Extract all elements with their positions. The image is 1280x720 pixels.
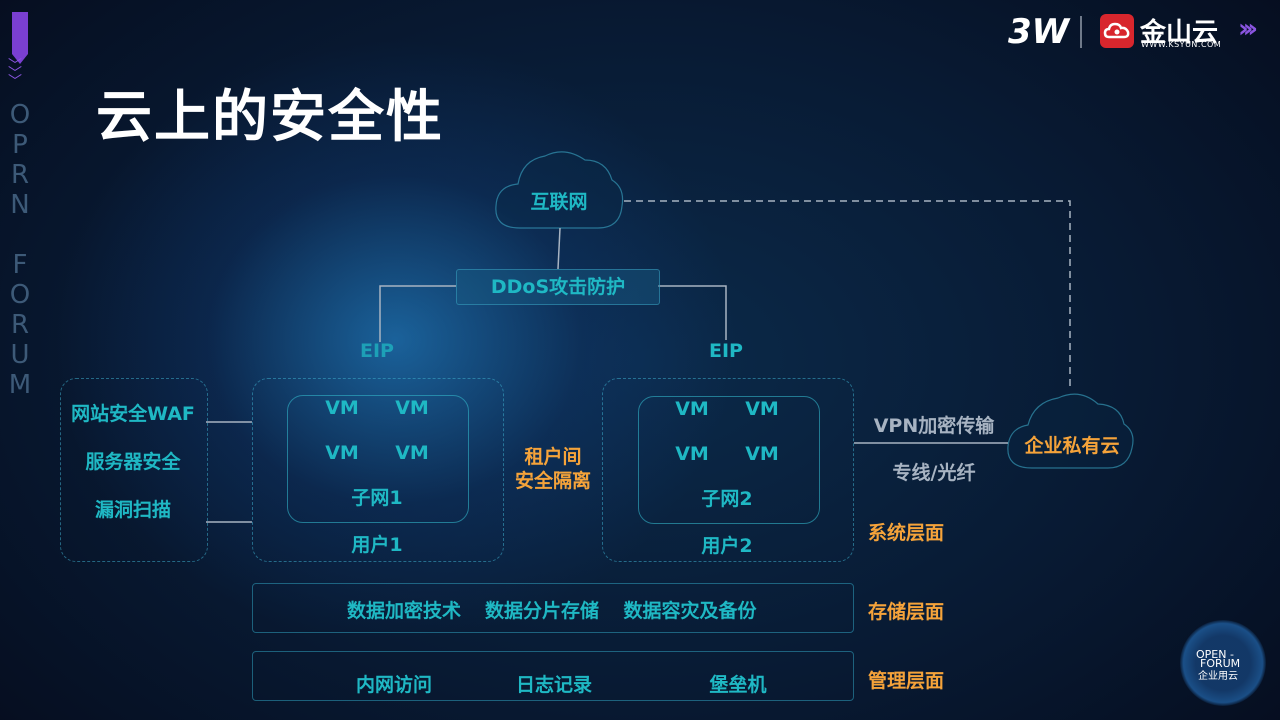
internet-cloud-shape	[495, 151, 624, 229]
storage-item: 数据分片存储	[484, 600, 600, 622]
user2-box	[602, 378, 854, 562]
storage-layer-box	[252, 583, 854, 633]
storage-item: 数据加密技术	[346, 600, 462, 622]
subnet2-label: 子网2	[701, 488, 753, 510]
event-logo-3w: 3W	[1008, 12, 1070, 52]
user1-label: 用户1	[351, 534, 403, 556]
open-forum-line1: OPEN -	[1196, 648, 1234, 661]
tenant-isolation-line1: 租户间	[524, 446, 582, 468]
dedicated-line-label: 专线/光纤	[892, 462, 976, 484]
brand-name: 金山云	[1140, 18, 1219, 48]
subnet2-box	[638, 396, 820, 524]
ddos-label: DDoS攻击防护	[490, 276, 626, 298]
ddos-protection-box: DDoS攻击防护	[456, 269, 660, 305]
storage-item: 数据容灾及备份	[623, 600, 757, 622]
management-item: 内网访问	[355, 674, 433, 696]
side-chevrons-icon: ﹀﹀﹀	[8, 58, 22, 90]
user2-vm: VM	[745, 398, 779, 420]
user1-vm: VM	[325, 397, 359, 419]
open-forum-line3: 企业用云	[1198, 671, 1238, 682]
private-cloud-label: 企业私有云	[1024, 435, 1120, 457]
app-security-box	[60, 378, 208, 562]
user2-vm: VM	[675, 398, 709, 420]
user1-box	[252, 378, 504, 562]
user1-vm: VM	[395, 397, 429, 419]
side-vertical-text: O P R N F O R U M	[8, 100, 32, 400]
eip-left-label: EIP	[360, 340, 394, 362]
subnet1-box	[287, 395, 469, 523]
user1-vm: VM	[325, 442, 359, 464]
private-cloud-shape	[1007, 393, 1134, 469]
internet-label: 互联网	[530, 191, 588, 213]
management-layer-label: 管理层面	[868, 670, 945, 692]
user1-vm: VM	[395, 442, 429, 464]
side-accent-bar	[12, 12, 28, 54]
open-forum-badge	[1180, 620, 1266, 706]
vuln-scan-label: 漏洞扫描	[94, 499, 172, 521]
storage-layer-label: 存储层面	[868, 601, 945, 623]
server-security-label: 服务器安全	[85, 451, 181, 473]
user2-label: 用户2	[701, 535, 753, 557]
page-title: 云上的安全性	[96, 85, 444, 150]
open-forum-line2: FORUM	[1200, 657, 1241, 670]
cloud-logo-icon	[1100, 14, 1134, 48]
brand-url: WWW.KSYUN.COM	[1141, 40, 1222, 49]
vpn-label: VPN加密传输	[873, 415, 995, 437]
user2-vm: VM	[675, 443, 709, 465]
user2-vm: VM	[745, 443, 779, 465]
management-item: 堡垒机	[709, 674, 767, 696]
management-item: 日志记录	[515, 674, 593, 696]
management-layer-box	[252, 651, 854, 701]
logo-divider	[1080, 16, 1082, 48]
system-layer-label: 系统层面	[868, 522, 945, 544]
eip-right-label: EIP	[709, 340, 743, 362]
subnet1-label: 子网1	[351, 487, 403, 509]
tenant-isolation-line2: 安全隔离	[514, 470, 592, 492]
side-accent-tip	[12, 54, 28, 64]
waf-label: 网站安全WAF	[71, 403, 195, 425]
